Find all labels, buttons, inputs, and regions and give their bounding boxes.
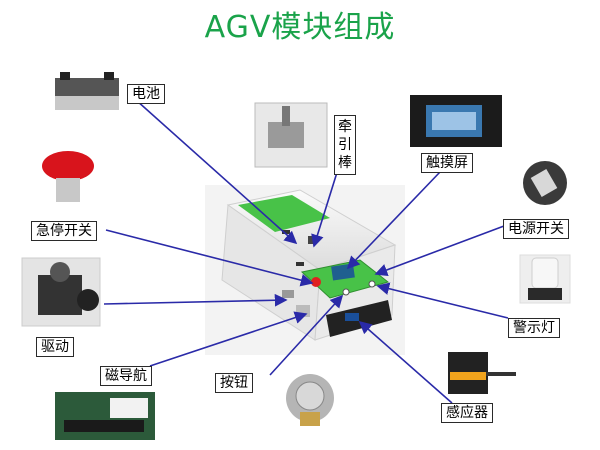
label-button: 按钮: [215, 373, 253, 393]
switch-lever: [530, 168, 558, 198]
magnetic-nav-image: [55, 392, 155, 440]
emergency-stop-image: [42, 151, 94, 202]
arrow-emergency-stop: [105, 229, 314, 287]
sensor-image: [448, 352, 516, 394]
agv-estop-button: [311, 277, 321, 287]
diagram-title: AGV模块组成: [204, 10, 396, 45]
label-battery: 电池: [127, 84, 165, 104]
agv-top-mark: [296, 262, 304, 266]
sensor-cable: [486, 372, 516, 376]
agv-sensor-window: [345, 313, 359, 321]
magnetic-nav-sticker: [110, 398, 148, 418]
arrow-warning-light: [376, 282, 509, 319]
agv-control-panel: [300, 259, 390, 299]
button-cap: [295, 381, 325, 411]
agv-wheel: [282, 290, 294, 298]
arrow-drive: [103, 293, 288, 307]
warning-light-image: [519, 254, 571, 304]
magnetic-nav-strip: [64, 420, 144, 432]
power-switch-image: [523, 161, 567, 205]
label-magnetic-nav: 磁导航: [100, 366, 152, 386]
connector-arrows: [103, 99, 509, 404]
estop-mushroom: [42, 151, 94, 181]
drive-wheel: [77, 289, 99, 311]
button-image: [286, 374, 334, 426]
drive-gear: [50, 262, 70, 282]
estop-body: [56, 178, 80, 202]
tow-bar-bracket: [268, 122, 304, 148]
touch-screen-image: [410, 95, 502, 147]
agv-tow-pin: [308, 236, 314, 244]
label-tow-bar: 牵引棒: [334, 115, 356, 175]
tow-bar-image: [254, 102, 328, 168]
battery-image: [55, 72, 119, 110]
label-drive: 驱动: [36, 337, 74, 357]
arrow-button: [269, 294, 344, 376]
sensor-band: [450, 372, 486, 380]
warning-light-base: [528, 288, 562, 300]
agv-vehicle: [205, 185, 405, 355]
arrow-sensor: [358, 320, 453, 404]
label-emergency-stop: 急停开关: [31, 221, 97, 241]
arrow-battery: [135, 99, 298, 245]
touch-screen-ui: [432, 112, 476, 130]
label-warning-light: 警示灯: [508, 318, 560, 338]
arrow-power-switch: [374, 225, 505, 277]
agv-push-button: [342, 288, 350, 296]
drive-image: [21, 257, 101, 327]
warning-light-lens: [531, 257, 559, 289]
agv-switch-knob: [368, 280, 376, 288]
battery-terminal: [60, 72, 70, 80]
button-connector: [300, 412, 320, 426]
arrow-magnetic-nav: [149, 311, 308, 367]
tow-bar-rod: [282, 106, 290, 126]
battery-terminal: [104, 72, 114, 80]
label-power-switch: 电源开关: [503, 219, 569, 239]
label-sensor: 感应器: [441, 403, 493, 423]
battery-casing: [55, 96, 119, 110]
label-touch-screen: 触摸屏: [421, 153, 473, 173]
arrow-touch-screen: [346, 171, 441, 270]
agv-top-panel: [238, 195, 330, 232]
